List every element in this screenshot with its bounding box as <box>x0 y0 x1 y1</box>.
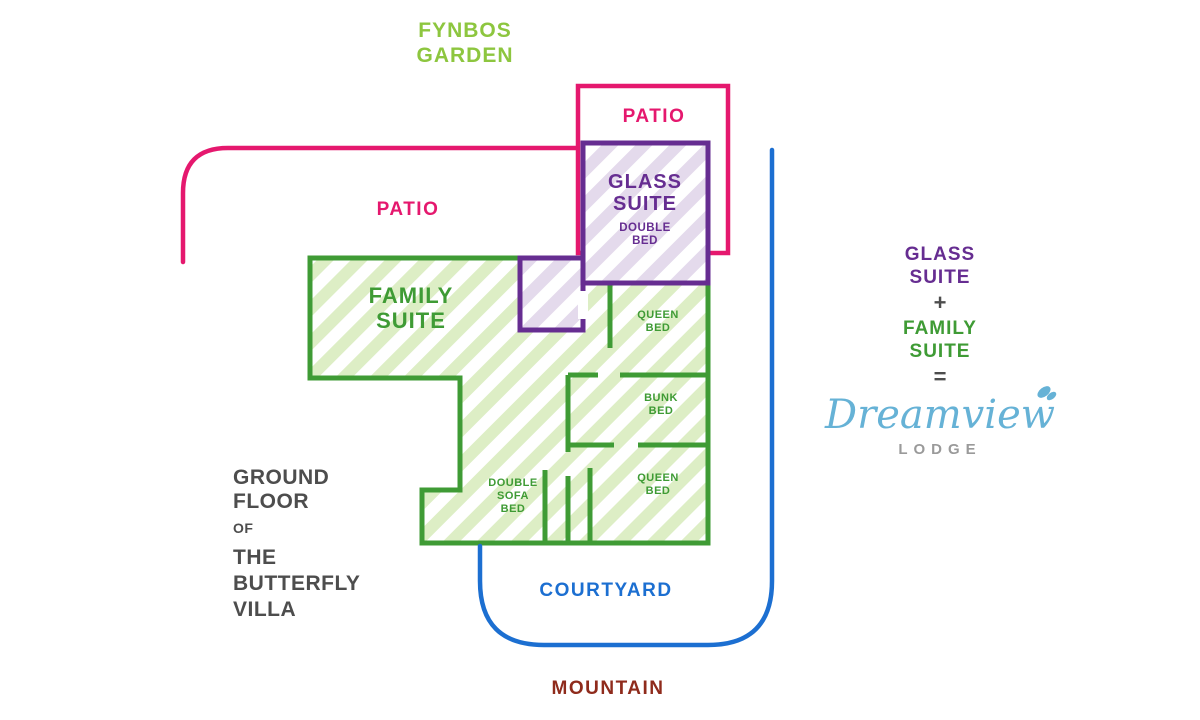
butterfly-icon <box>1035 383 1059 410</box>
double-sofa-bed-label: DOUBLE SOFA BED <box>488 477 538 515</box>
glass-suite-label: GLASS SUITE <box>608 171 682 215</box>
brand-name: Dreamview <box>825 392 1055 438</box>
ground-floor-label: GROUND FLOOR <box>233 466 330 513</box>
courtyard-label: COURTYARD <box>539 580 673 601</box>
caption-block: GROUND FLOOR OF THE BUTTERFLY VILLA <box>233 466 360 623</box>
patio-left-label: PATIO <box>376 199 440 220</box>
bunk-bed-label: BUNK BED <box>644 392 678 417</box>
legend-glass-suite-label: GLASS SUITE <box>904 244 976 288</box>
patio-top-label: PATIO <box>622 106 686 127</box>
glass-suite-area <box>580 140 711 286</box>
family-suite-label: FAMILY SUITE <box>368 283 454 333</box>
fynbos-garden-label: FYNBOS GARDEN <box>416 19 514 67</box>
brand-logo: Dreamview <box>825 386 1057 438</box>
queen-bed-bottom-label: QUEEN BED <box>637 472 679 497</box>
patio-boundary-line <box>180 145 581 265</box>
interior-walls <box>542 283 708 543</box>
courtyard-boundary-line <box>477 147 775 648</box>
glass-suite-double-bed-label: DOUBLE BED <box>619 222 671 247</box>
mountain-label: MOUNTAIN <box>551 678 665 699</box>
legend-family-suite-label: FAMILY SUITE <box>903 318 977 362</box>
queen-bed-top-label: QUEEN BED <box>637 309 679 334</box>
lodge-label: LODGE <box>898 441 982 458</box>
equals-sign: = <box>933 364 947 389</box>
of-label: OF <box>233 520 254 536</box>
glass-suite-annex <box>517 255 586 333</box>
suite-legend: GLASS SUITE + FAMILY SUITE = Dreamview L… <box>825 243 1057 458</box>
door-gap <box>578 291 588 319</box>
plus-sign: + <box>933 290 947 315</box>
villa-name-label: THE BUTTERFLY VILLA <box>233 546 361 621</box>
